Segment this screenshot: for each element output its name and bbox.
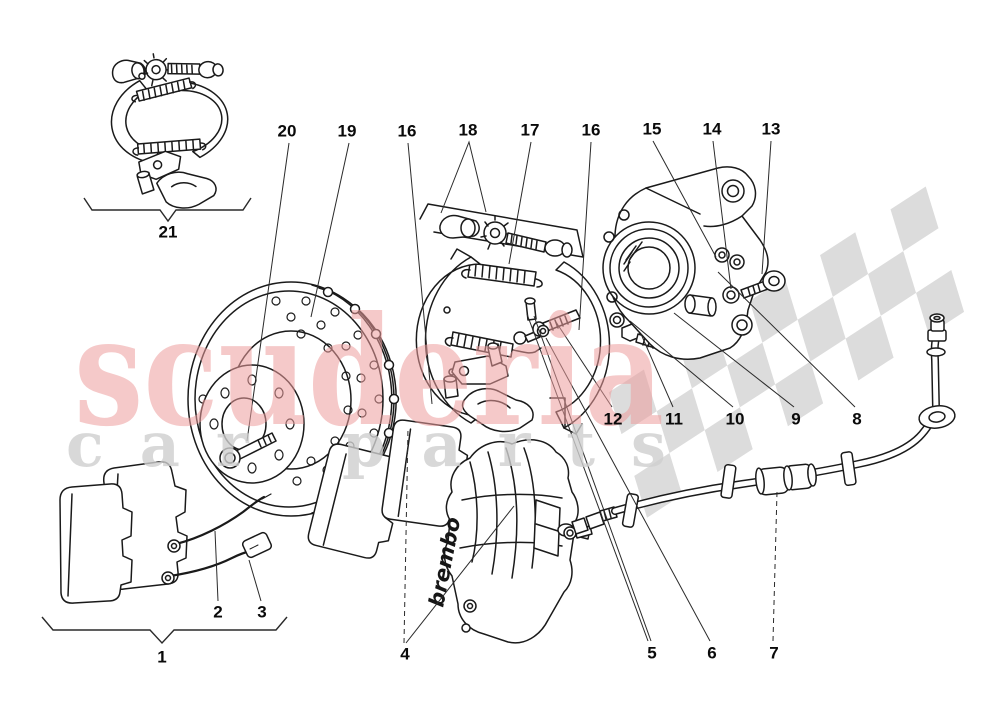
brake-caliper: brembo [424,439,591,644]
bracket-1 [41,616,288,645]
callout-6: 6 [707,643,717,663]
callout-2: 2 [213,602,223,622]
callout-18: 18 [458,120,478,140]
hub-carrier [602,166,786,360]
callout-3: 3 [257,602,267,622]
callout-4: 4 [400,644,410,664]
callout-13: 13 [761,119,781,139]
parking-brake-cable [563,313,956,540]
callout-16b: 16 [581,120,601,140]
wheel-bolt [219,432,277,469]
callout-10: 10 [725,409,745,429]
pad-wear-sensors [161,493,273,585]
parking-brake-shoe-kit [110,53,229,209]
callout-9: 9 [791,409,801,429]
checkered-flag [608,186,965,518]
callout-5: 5 [647,643,657,663]
brake-pads-left [59,460,188,604]
callout-17: 17 [520,120,540,140]
leader-lines [41,140,856,645]
watermark-title: scuderia [74,284,664,460]
callout-19: 19 [337,121,357,141]
watermark-subtitle: car parts [66,408,702,481]
callout-12: 12 [603,409,623,429]
callout-16a: 16 [397,121,417,141]
callout-21: 21 [158,222,178,242]
caliper-pads [307,419,469,559]
callout-8: 8 [852,409,862,429]
bracket-21 [83,197,252,223]
callout-20: 20 [277,121,297,141]
callout-1: 1 [157,647,167,667]
callout-15: 15 [642,119,662,139]
callout-11: 11 [665,409,683,429]
callout-14: 14 [702,119,722,139]
watermark: scuderia car parts [66,284,702,481]
callout-7: 7 [769,643,779,663]
